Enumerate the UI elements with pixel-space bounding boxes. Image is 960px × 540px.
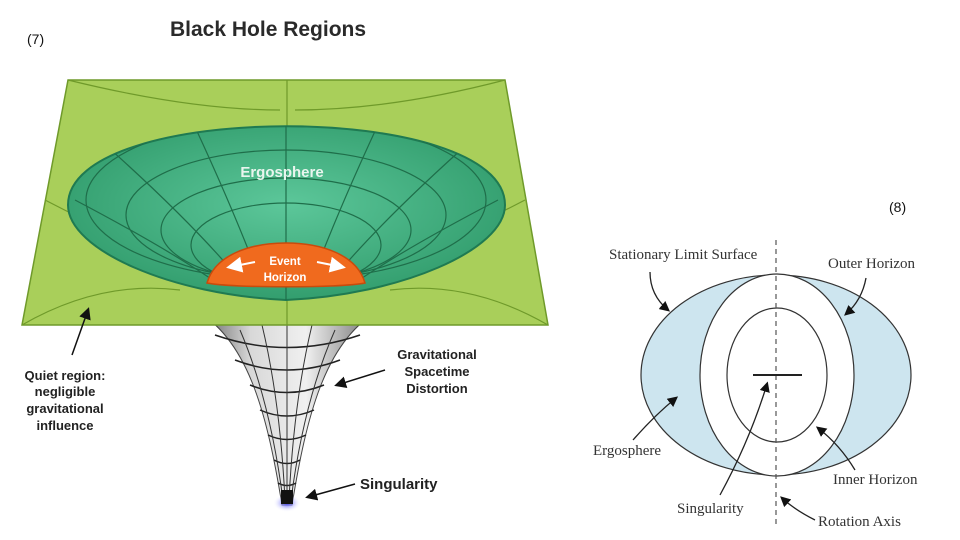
event-horizon-label-line1: Event	[269, 256, 300, 268]
stationary-limit-surface-label: Stationary Limit Surface	[609, 247, 758, 263]
outer-horizon-arrow	[844, 277, 867, 316]
distortion-arrow	[334, 369, 386, 389]
distortion-line3: Distortion	[406, 381, 467, 396]
event-horizon-label-line2: Horizon	[264, 272, 307, 284]
singularity-label: Singularity	[360, 476, 438, 493]
figure-7-title: Black Hole Regions	[170, 18, 367, 41]
event-horizon-arrow-left	[226, 256, 256, 273]
quiet-region-line3: gravitational	[26, 401, 103, 416]
figure-7-number: (7)	[27, 31, 45, 47]
ergosphere-arrow-fig8	[632, 396, 679, 441]
figure-7-black-hole-regions: Ergosphere Event Horizon Quiet region: n…	[21, 79, 549, 512]
event-horizon-arrow-right	[316, 256, 346, 273]
distortion-line2: Spacetime	[404, 364, 469, 379]
quiet-region-label: Quiet region: negligible gravitational i…	[25, 307, 106, 433]
singularity-arrow	[305, 483, 356, 501]
distortion-label: Gravitational Spacetime Distortion	[334, 347, 477, 396]
rotation-axis-arrow	[780, 496, 816, 521]
figure-8-kerr-black-hole: Stationary Limit Surface Outer Horizon E…	[593, 240, 918, 530]
quiet-region-line1: Quiet region:	[25, 368, 106, 383]
singularity-label-fig8: Singularity	[677, 501, 744, 517]
singularity-label-group: Singularity	[305, 476, 438, 501]
outer-horizon-label: Outer Horizon	[828, 256, 916, 272]
distortion-line1: Gravitational	[397, 347, 476, 362]
quiet-region-line4: influence	[36, 418, 93, 433]
ergosphere-label-fig8: Ergosphere	[593, 443, 661, 459]
quiet-region-arrow	[71, 307, 91, 356]
inner-horizon-label: Inner Horizon	[833, 472, 918, 488]
inner-horizon-arrow	[815, 426, 856, 471]
spacetime-funnel	[194, 309, 381, 512]
ergosphere-label: Ergosphere	[240, 164, 323, 181]
rotation-axis-label: Rotation Axis	[818, 514, 901, 530]
singularity-arrow-fig8	[719, 381, 770, 496]
event-horizon: Event Horizon	[206, 242, 366, 288]
quiet-region-line2: negligible	[35, 384, 96, 399]
figure-8-number: (8)	[889, 199, 907, 215]
stationary-limit-arrow	[649, 271, 670, 312]
